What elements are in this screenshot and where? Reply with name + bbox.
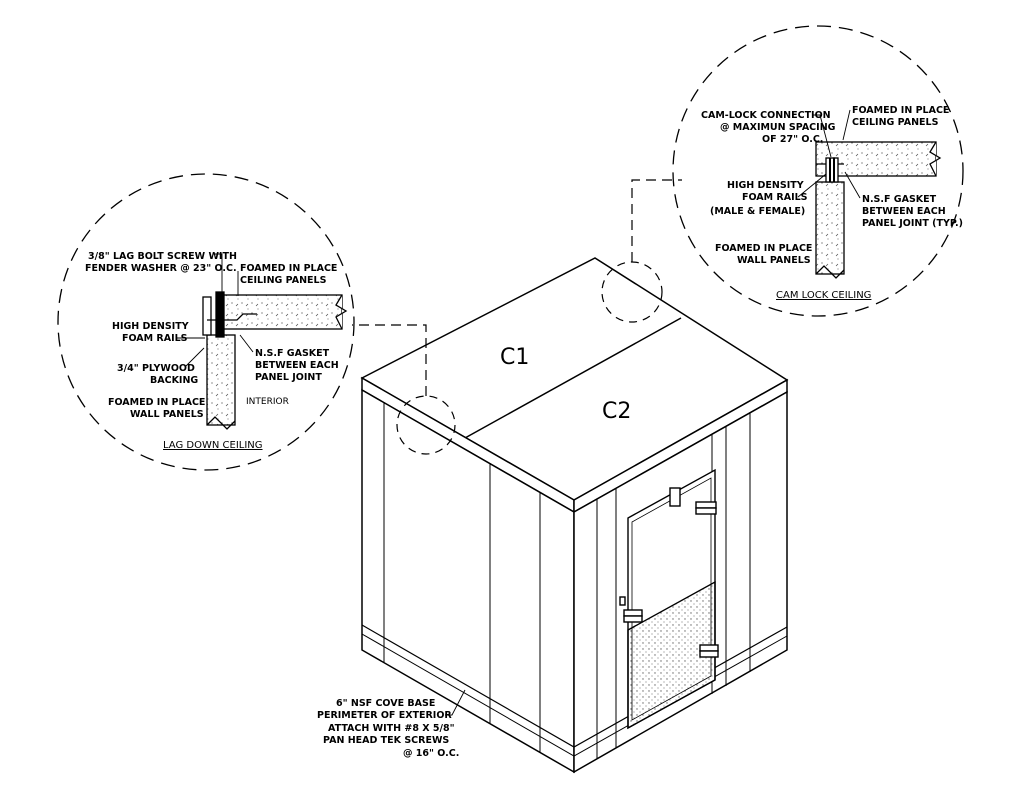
cooler-box — [360, 257, 789, 774]
cove-line1: 6" NSF COVE BASE — [336, 698, 435, 709]
cam-ceiling-line2: CEILING PANELS — [852, 117, 939, 128]
lag-ceiling-line2: CEILING PANELS — [240, 275, 327, 286]
cove-line3: ATTACH WITH #8 X 5/8" — [328, 723, 455, 734]
cove-base-note: 6" NSF COVE BASE PERIMETER OF EXTERIOR A… — [317, 689, 466, 759]
lag-wall-line1: FOAMED IN PLACE — [108, 397, 205, 408]
lag-gasket-line3: PANEL JOINT — [255, 372, 322, 383]
cove-line5: @ 16" O.C. — [403, 748, 459, 759]
detail-circle-camlock — [672, 25, 964, 317]
lag-gasket-line2: BETWEEN EACH — [255, 360, 339, 371]
cooler-door — [619, 468, 719, 730]
lag-rails-line1: HIGH DENSITY — [112, 321, 189, 332]
cam-gasket-line2: BETWEEN EACH — [862, 206, 946, 217]
roof-joint — [464, 317, 682, 439]
cam-line2: @ MAXIMUN SPACING — [720, 122, 836, 133]
lag-detail-section — [202, 291, 348, 430]
cove-line4: PAN HEAD TEK SCREWS — [323, 735, 449, 746]
leader-left — [352, 324, 427, 396]
lag-interior-label: INTERIOR — [246, 397, 289, 407]
lag-gasket-line1: N.S.F GASKET — [255, 348, 330, 359]
camlock-detail-annotations: CAM-LOCK CONNECTION @ MAXIMUN SPACING OF… — [701, 105, 963, 301]
lag-ply-line2: BACKING — [150, 375, 198, 386]
lag-detail-annotations: 3/8" LAG BOLT SCREW WITH FENDER WASHER @… — [85, 251, 339, 451]
cam-line1: CAM-LOCK CONNECTION — [701, 110, 831, 121]
label-c1: C1 — [500, 345, 529, 370]
cam-line3: OF 27" O.C. — [762, 134, 823, 145]
leader-right — [631, 179, 682, 262]
cam-gasket-line1: N.S.F GASKET — [862, 194, 937, 205]
cam-wall-line2: WALL PANELS — [737, 255, 811, 266]
cam-wall-line1: FOAMED IN PLACE — [715, 243, 812, 254]
cove-line2: PERIMETER OF EXTERIOR — [317, 710, 452, 721]
callout-circle-left — [396, 395, 456, 455]
lag-ply-line1: 3/4" PLYWOOD — [117, 363, 195, 374]
cam-rails-line2: FOAM RAILS — [742, 192, 808, 203]
lag-detail-title: LAG DOWN CEILING — [163, 440, 263, 451]
lag-wall-line2: WALL PANELS — [130, 409, 204, 420]
lag-bolt-line1: 3/8" LAG BOLT SCREW WITH — [88, 251, 237, 262]
lag-ceiling-line1: FOAMED IN PLACE — [240, 263, 337, 274]
label-c2: C2 — [602, 399, 631, 424]
cam-rails-line1: HIGH DENSITY — [727, 180, 804, 191]
detail-circle-lag — [57, 173, 355, 471]
cam-ceiling-line1: FOAMED IN PLACE — [852, 105, 949, 116]
cam-rails-line3: (MALE & FEMALE) — [710, 206, 805, 217]
camlock-detail-section — [815, 141, 942, 279]
cam-gasket-line3: PANEL JOINT (TYP.) — [862, 218, 963, 229]
cam-detail-title: CAM LOCK CEILING — [776, 290, 871, 301]
lag-rails-line2: FOAM RAILS — [122, 333, 188, 344]
lag-bolt-line2: FENDER WASHER @ 23" O.C. — [85, 263, 237, 274]
